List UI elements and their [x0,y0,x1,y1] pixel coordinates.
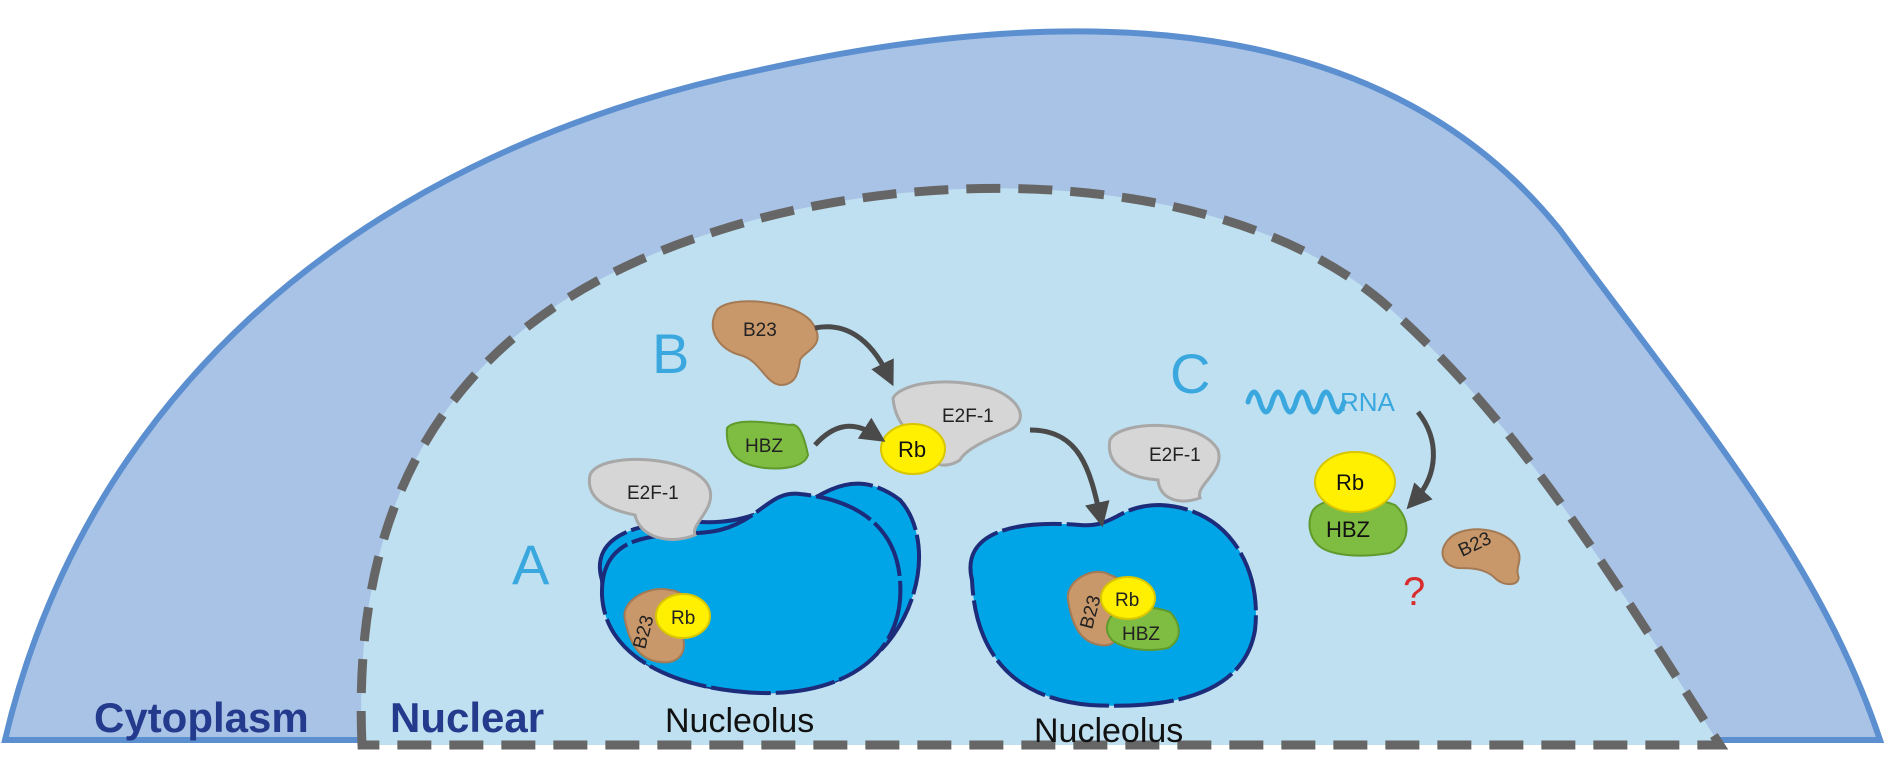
rb-label-c: Rb [1336,470,1364,495]
nucleolus-b-label: Nucleolus [1034,712,1183,750]
label-b: B [652,322,689,385]
label-c: C [1170,342,1210,405]
nuclear-label: Nuclear [390,694,544,741]
arrow-hbz-to-complex [813,417,886,447]
rna-label: RNA [1340,387,1396,417]
arrow-rna-to-complex [1406,410,1436,510]
b23-shape-b [711,300,819,387]
e2f1-shape-a [587,457,713,541]
question-mark: ? [1403,570,1425,614]
hbz-label-c: HBZ [1326,517,1370,542]
arrow-complex-to-nucleolus [1029,427,1110,528]
rna-strand [1245,389,1347,415]
e2f1-label-c: E2F-1 [1149,445,1201,466]
arrow-b23-to-complex [814,324,894,387]
rb-label-d: Rb [1115,590,1139,611]
e2f1-label-b: E2F-1 [942,406,994,427]
rb-label-a: Rb [671,608,695,629]
hbz-label-d: HBZ [1122,624,1160,645]
cytoplasm-label: Cytoplasm [94,694,309,741]
hbz-shape-b [725,420,810,470]
rb-shape-c [1314,451,1396,513]
b23-label-b: B23 [743,320,777,341]
rb-shape-a [655,593,711,639]
e2f1-shape-c [1107,424,1221,503]
label-a: A [512,533,550,596]
hbz-label-b: HBZ [745,436,783,457]
e2f1-label-a: E2F-1 [627,483,679,504]
nucleolus-a-label: Nucleolus [665,702,814,740]
rb-label-b: Rb [898,437,926,462]
rb-shape-b [880,423,946,475]
b23-shape-c [1441,528,1521,586]
rb-shape-d [1100,576,1156,620]
